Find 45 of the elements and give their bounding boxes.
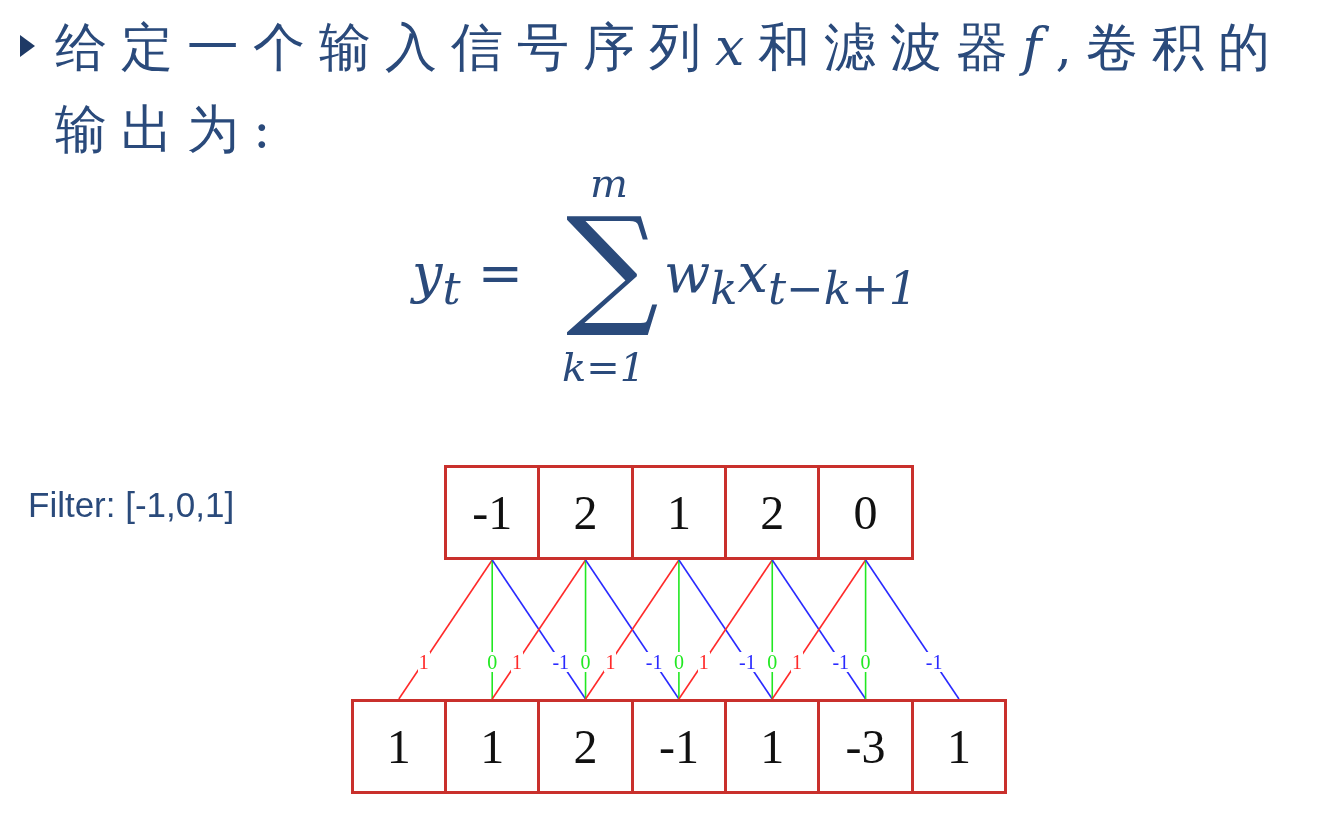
edge-label: -1	[551, 652, 571, 672]
cell-value: -1	[658, 722, 699, 771]
left-slant-line	[398, 559, 493, 700]
edge-label: 1	[697, 652, 710, 672]
upper-limit: m	[590, 160, 628, 206]
vertical-line	[584, 559, 587, 700]
edge-label: 0	[486, 652, 499, 672]
filter-caption: Filter: [-1,0,1]	[28, 485, 235, 526]
summation-sign: ∑	[566, 213, 659, 337]
cell-value: 2	[573, 488, 598, 537]
cell-value: 0	[853, 488, 878, 537]
formula-term: w$_{k}$x$_{t−k+1}$	[664, 243, 918, 315]
number-cell	[817, 465, 914, 560]
cell-value: 1	[480, 722, 505, 771]
edge-label: 0	[766, 652, 779, 672]
cell-value: -3	[845, 722, 886, 771]
edge-label: -1	[924, 652, 944, 672]
edge-label: -1	[831, 652, 851, 672]
formula-lhs: y$_{t}$ =	[412, 243, 524, 315]
cell-value: 2	[760, 488, 785, 537]
cell-value: 2	[573, 722, 598, 771]
vertical-line	[678, 559, 680, 700]
edge-label: 0	[579, 652, 592, 672]
vertical-line	[771, 559, 774, 700]
edge-label: 1	[417, 652, 430, 672]
edge-label: -1	[644, 652, 664, 672]
number-cell	[537, 699, 634, 794]
right-slant-line	[864, 559, 960, 700]
number-cell	[817, 699, 914, 794]
vertical-line	[491, 559, 493, 700]
cell-value: 1	[946, 722, 971, 771]
cell-value: 1	[386, 722, 411, 771]
number-cell	[537, 465, 634, 560]
cell-value: 1	[760, 722, 785, 771]
cell-value: 1	[666, 488, 691, 537]
heading-text: 给定一个输入信号序列𝑥和滤波器𝑓,卷积的输出为:	[55, 16, 1286, 161]
cell-value: -1	[472, 488, 513, 537]
vertical-line	[864, 559, 867, 700]
edge-label: 0	[859, 652, 872, 672]
edge-label: -1	[738, 652, 757, 672]
edge-label: 0	[672, 652, 685, 672]
lower-limit: k=1	[562, 344, 646, 390]
edge-label: 1	[604, 652, 617, 672]
edge-label: 1	[791, 652, 804, 672]
edge-label: 1	[511, 652, 523, 672]
